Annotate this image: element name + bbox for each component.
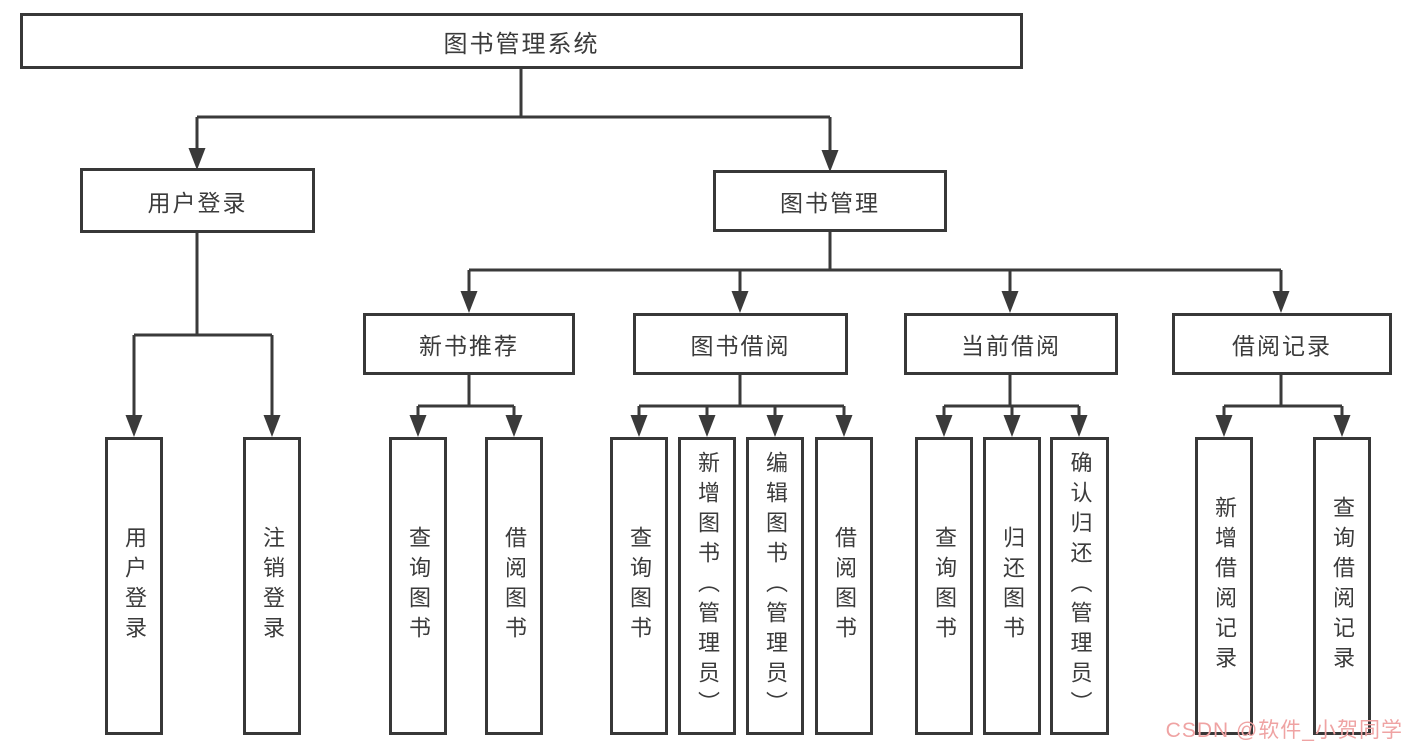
node-root: 图书管理系统 — [20, 13, 1023, 69]
leaf-add-books-admin: 新增图书（管理员） — [678, 437, 736, 735]
leaf-query-books-borrow: 查询图书 — [610, 437, 668, 735]
leaf-user-login: 用户登录 — [105, 437, 163, 735]
node-new-book-recommend: 新书推荐 — [363, 313, 575, 375]
node-user-login: 用户登录 — [80, 168, 315, 233]
node-book-borrow: 图书借阅 — [633, 313, 848, 375]
node-borrow-records: 借阅记录 — [1172, 313, 1392, 375]
node-book-management: 图书管理 — [713, 170, 947, 232]
leaf-borrow-books: 借阅图书 — [815, 437, 873, 735]
leaf-edit-books-admin: 编辑图书（管理员） — [746, 437, 804, 735]
watermark: CSDN @软件_小贺同学 — [1165, 719, 1403, 742]
leaf-query-books-recommend: 查询图书 — [389, 437, 447, 735]
leaf-add-borrow-record: 新增借阅记录 — [1195, 437, 1253, 735]
leaf-query-borrow-record: 查询借阅记录 — [1313, 437, 1371, 735]
node-current-borrow: 当前借阅 — [904, 313, 1118, 375]
leaf-borrow-books-recommend: 借阅图书 — [485, 437, 543, 735]
leaf-return-books: 归还图书 — [983, 437, 1041, 735]
leaf-logout: 注销登录 — [243, 437, 301, 735]
leaf-query-books-current: 查询图书 — [915, 437, 973, 735]
leaf-confirm-return-admin: 确认归还（管理员） — [1050, 437, 1109, 735]
